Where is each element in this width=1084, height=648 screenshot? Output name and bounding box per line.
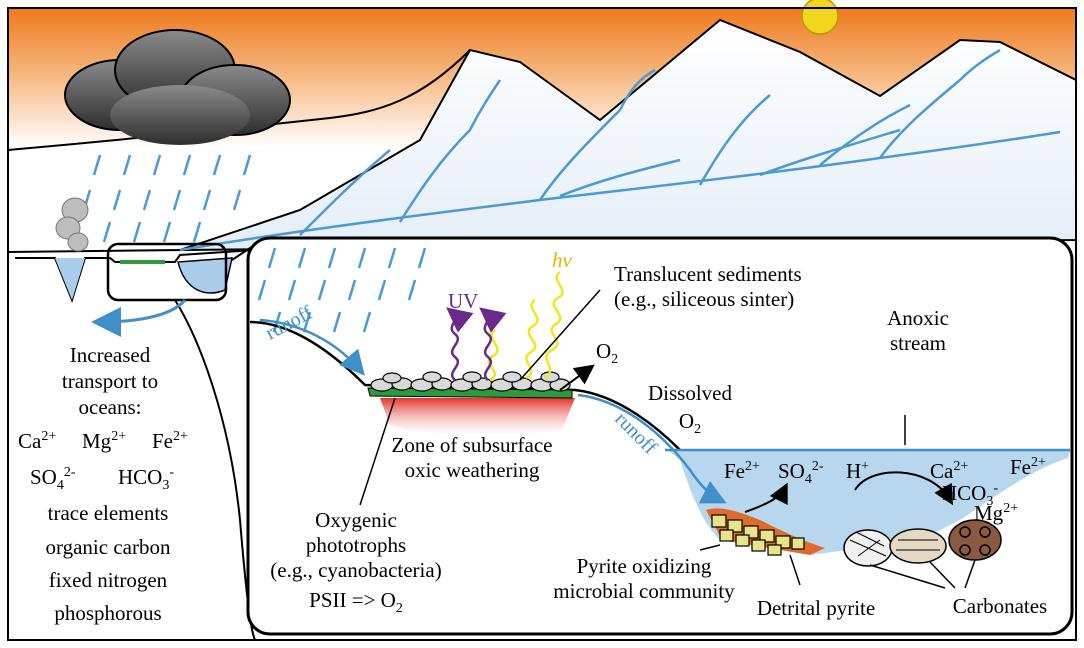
label-uv: UV (448, 289, 478, 313)
light-waves (487, 270, 564, 382)
label-o2-top: O2 (596, 339, 618, 367)
label-psii: PSII => O2 (309, 588, 403, 616)
label-left-hco3: HCO3- (118, 465, 174, 493)
label-hplus: H+ (846, 459, 869, 483)
label-zone-1: Zone of subsurface (392, 433, 553, 457)
detrital-pyrite-grains (711, 514, 805, 556)
runoff-arrow-right (577, 393, 727, 504)
zoom-callout-box (106, 242, 228, 302)
figure-border (7, 7, 1077, 641)
transport-arrow (91, 298, 187, 337)
label-detrital-pyrite: Detrital pyrite (757, 596, 875, 620)
label-carbonates: Carbonates (953, 594, 1047, 618)
label-hco3-right: HCO3- (942, 481, 998, 509)
pyrite-product-arrow (744, 482, 788, 513)
label-oxygenic-1: Oxygenic (315, 508, 397, 532)
label-left-org: organic carbon (46, 535, 171, 559)
storm-cloud-icon (64, 29, 291, 145)
label-left-fixed: fixed nitrogen (49, 568, 168, 592)
label-fe-right: Fe2+ (1010, 455, 1046, 479)
label-left-mg: Mg2+ (82, 429, 126, 453)
label-so4: SO42- (778, 459, 824, 487)
label-dissolved-1: Dissolved (648, 381, 733, 405)
left-pool (55, 258, 85, 300)
river-network (179, 48, 1061, 252)
label-zone-2: oxic weathering (405, 458, 540, 482)
label-oxygenic-3: (e.g., cyanobacteria) (270, 558, 441, 582)
volcanic-plume-icon (55, 197, 89, 252)
label-left-ca: Ca2+ (18, 429, 56, 453)
label-translucent-1: Translucent sediments (614, 262, 802, 286)
label-left-3: oceans: (79, 395, 142, 419)
sun-icon (801, 0, 839, 35)
o2-arrow (559, 364, 595, 391)
label-left-trace: trace elements (48, 501, 169, 525)
runoff-arrow-left (259, 318, 365, 376)
uv-arrows (446, 307, 507, 381)
label-left-fe: Fe2+ (152, 429, 188, 453)
inset-rain (257, 247, 427, 333)
carbonate-dissolution-arrow (854, 471, 953, 506)
label-pyrite-comm-2: microbial community (553, 579, 735, 603)
label-dissolved-2: O2 (679, 409, 701, 437)
rain (82, 154, 252, 243)
carbonate-rocks (843, 519, 1002, 567)
label-mg-right: Mg2+ (974, 501, 1018, 525)
label-anoxic-2: stream (890, 331, 946, 355)
label-oxygenic-2: phototrophs (306, 533, 406, 557)
label-anoxic-1: Anoxic (887, 306, 949, 330)
label-fe2: Fe2+ (724, 459, 760, 483)
label-ca-right: Ca2+ (930, 459, 968, 483)
label-left-so4: SO42- (30, 465, 76, 493)
label-pyrite-comm-1: Pyrite oxidizing (577, 554, 712, 578)
label-hv: hν (552, 248, 573, 272)
label-left-phos: phosphorous (54, 601, 161, 625)
label-left-2: transport to (62, 369, 158, 393)
mountain-ridge (7, 49, 471, 151)
left-labels: Increased transport to oceans: Ca2+ Mg2+… (18, 343, 188, 625)
label-left-1: Increased (70, 343, 151, 367)
leader-lines (359, 289, 976, 589)
oxic-zone (380, 398, 575, 436)
label-translucent-2: (e.g., siliceous sinter) (614, 287, 794, 311)
